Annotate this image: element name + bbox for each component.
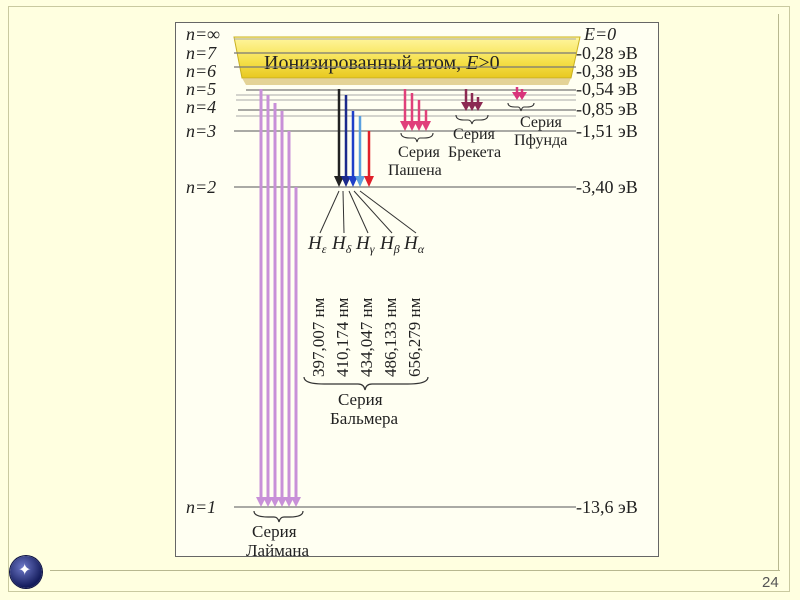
energy-label-1: -13,6 эВ xyxy=(576,497,638,517)
n-label-5: n=5 xyxy=(186,79,216,99)
n-label-1: n=1 xyxy=(186,497,216,517)
energy-label-7: -0,28 эВ xyxy=(576,43,638,63)
paschen-label-1: Серия xyxy=(398,144,441,161)
energy-level-svg: Ионизированный атом, E>0 n=∞ n=7 n=6 n=5… xyxy=(186,24,638,560)
svg-text:Hα: Hα xyxy=(403,233,425,256)
balmer-arrowheads xyxy=(334,176,374,187)
balmer-line-symbols: Hε Hδ Hγ Hβ Hα xyxy=(307,233,425,256)
energy-label-5: -0,54 эВ xyxy=(576,79,638,99)
energy-label-4: -0,85 эВ xyxy=(576,99,638,119)
balmer-label-2: Бальмера xyxy=(330,409,398,428)
n-label-2: n=2 xyxy=(186,177,216,197)
lyman-arrowheads xyxy=(256,497,301,507)
brackett-arrowheads xyxy=(461,102,483,111)
pfund-arrows xyxy=(515,87,524,92)
pfund-brace xyxy=(507,102,535,112)
side-rule xyxy=(778,14,779,570)
svg-text:Hβ: Hβ xyxy=(379,233,400,256)
energy-label-0: E=0 xyxy=(583,24,616,44)
balmer-brace xyxy=(303,376,429,391)
brackett-arrows xyxy=(464,89,480,102)
energy-labels: E=0 -0,28 эВ -0,38 эВ -0,54 эВ -0,85 эВ … xyxy=(576,24,638,517)
svg-text:Hγ: Hγ xyxy=(355,233,375,256)
n-label-7: n=7 xyxy=(186,43,217,63)
energy-label-3: -1,51 эВ xyxy=(576,121,638,141)
energy-label-6: -0,38 эВ xyxy=(576,61,638,81)
lyman-label-1: Серия xyxy=(252,522,297,541)
energy-label-2: -3,40 эВ xyxy=(576,177,638,197)
pfund-label-2: Пфунда xyxy=(514,132,567,149)
svg-text:397,007 нм: 397,007 нм xyxy=(309,297,328,377)
page-number: 24 xyxy=(762,574,779,591)
svg-text:Hδ: Hδ xyxy=(331,233,352,256)
footer-rule xyxy=(50,570,780,571)
balmer-leader-lines xyxy=(319,190,417,234)
n-label-inf: n=∞ xyxy=(186,24,220,44)
brackett-label-1: Серия xyxy=(453,126,496,143)
pfund-label-1: Серия xyxy=(520,114,563,131)
slide-frame xyxy=(8,6,790,592)
ionization-band-shadow xyxy=(242,78,571,85)
paschen-arrows xyxy=(403,89,428,121)
paschen-arrowheads xyxy=(400,121,431,131)
svg-text:656,279 нм: 656,279 нм xyxy=(405,297,424,377)
n-label-4: n=4 xyxy=(186,97,216,117)
balmer-label-1: Серия xyxy=(338,390,383,409)
energy-level-diagram: Ионизированный атом, E>0 n=∞ n=7 n=6 n=5… xyxy=(175,22,659,560)
n-label-6: n=6 xyxy=(186,61,216,81)
brackett-label-2: Брекета xyxy=(448,144,501,161)
balmer-arrows xyxy=(337,89,371,176)
svg-text:410,174 нм: 410,174 нм xyxy=(333,297,352,377)
paschen-brace xyxy=(400,132,434,143)
svg-text:486,133 нм: 486,133 нм xyxy=(381,297,400,377)
lyman-brace xyxy=(253,510,304,523)
lyman-label-2: Лаймана xyxy=(246,541,309,558)
n-labels: n=∞ n=7 n=6 n=5 n=4 n=3 n=2 n=1 xyxy=(186,24,220,517)
lyman-arrows xyxy=(259,89,298,497)
svg-text:434,047 нм: 434,047 нм xyxy=(357,297,376,377)
brackett-brace xyxy=(455,114,489,125)
n-label-3: n=3 xyxy=(186,121,216,141)
svg-text:Hε: Hε xyxy=(307,233,327,256)
balmer-wavelengths: 397,007 нм 410,174 нм 434,047 нм 486,133… xyxy=(309,297,424,377)
ionized-atom-title: Ионизированный атом, E>0 xyxy=(264,52,500,74)
pfund-arrowheads xyxy=(512,92,527,100)
paschen-label-2: Пашена xyxy=(388,162,442,179)
institution-logo-icon xyxy=(10,556,42,588)
